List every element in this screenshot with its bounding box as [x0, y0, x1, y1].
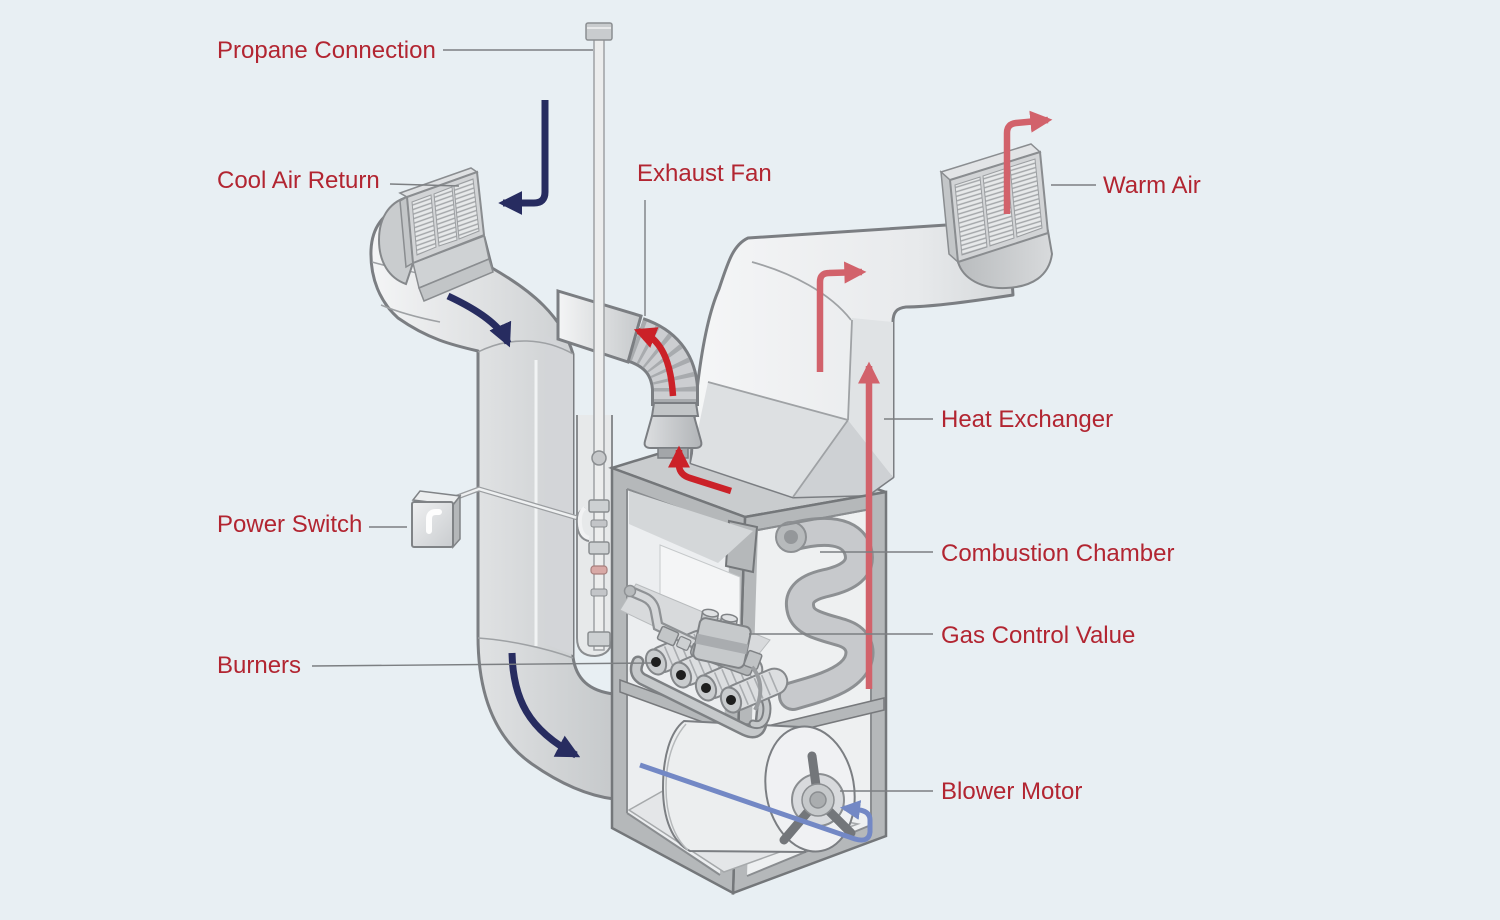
warm-air-plenum-arrow [816, 261, 867, 372]
furnace-cabinet [610, 466, 888, 896]
burner [694, 655, 764, 702]
blower-air-flow-arrow [639, 762, 873, 843]
power-switch-box [411, 501, 454, 548]
gas-control-valve [623, 584, 763, 711]
cool-air-in-arrow [498, 100, 549, 215]
label-propane-connection: Propane Connection [217, 37, 436, 64]
power-switch [411, 486, 590, 549]
heat-exchanger-tube [775, 516, 875, 711]
cool-air-bottom-arrow [508, 652, 581, 759]
label-blower-motor: Blower Motor [941, 778, 1082, 805]
exhaust-cone [643, 415, 703, 449]
label-cool-air-return: Cool Air Return [217, 167, 380, 194]
part-labels: Propane Connection Cool Air Return Exhau… [217, 37, 1201, 805]
label-warm-air: Warm Air [1103, 172, 1201, 199]
label-exhaust-fan: Exhaust Fan [637, 160, 772, 187]
cool-air-down-arrow [446, 292, 512, 348]
label-burners: Burners [217, 652, 301, 679]
leader-burners [311, 662, 652, 667]
burner [719, 667, 789, 714]
propane-pipe-cap [585, 22, 613, 41]
warm-air-out-arrow [1003, 110, 1053, 214]
switch-lever-icon [426, 509, 442, 534]
blower-drum [661, 719, 856, 854]
grille-boot [957, 229, 1054, 290]
label-gas-control-valve: Gas Control Value [941, 622, 1135, 649]
leader-cool-air-return [389, 183, 460, 187]
leader-lines [311, 49, 1096, 792]
exhaust-elbow-arrow [633, 327, 677, 397]
exhaust-up-arrow [667, 445, 732, 495]
flow-arrows [446, 100, 1053, 759]
cool-air-grille [377, 167, 494, 302]
label-combustion-chamber: Combustion Chamber [941, 540, 1174, 567]
propane-pipe [585, 22, 613, 651]
label-power-switch: Power Switch [217, 511, 362, 538]
cool-air-return-duct [369, 197, 616, 801]
blower-motor-hub [779, 751, 856, 845]
label-heat-exchanger: Heat Exchanger [941, 406, 1113, 433]
